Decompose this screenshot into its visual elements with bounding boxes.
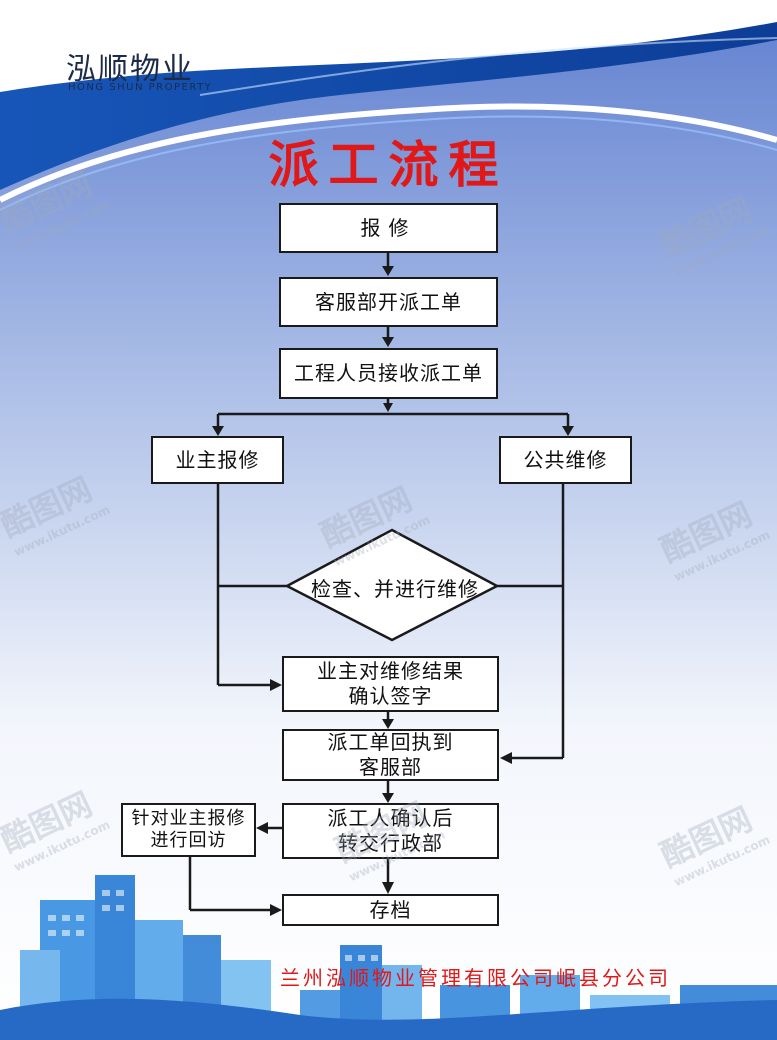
flow-step-receipt-line2: 客服部 [359,755,422,779]
page-title: 派工流程 [268,136,509,194]
flow-branch-public: 公共维修 [499,436,632,484]
flow-step-transfer-line1: 派工人确认后 [327,806,454,830]
flow-step-confirm: 业主对维修结果 确认签字 [282,656,499,712]
flow-step-receipt-line1: 派工单回执到 [327,730,454,754]
flow-step-receive: 工程人员接收派工单 [279,348,498,399]
flow-step-followup-line1: 针对业主报修 [131,807,246,829]
flow-step-report: 报修 [279,203,498,253]
flow-step-receipt: 派工单回执到 客服部 [282,729,499,781]
flow-step-followup: 针对业主报修 进行回访 [121,803,256,857]
flow-step-transfer-line2: 转交行政部 [338,831,443,855]
flow-branch-owner: 业主报修 [151,436,284,484]
flow-decision-inspect: 检查、并进行维修 [311,576,479,601]
flow-step-followup-line2: 进行回访 [150,830,227,851]
flow-step-confirm-line1: 业主对维修结果 [317,659,464,683]
brand-name-en: HONG SHUN PROPERTY [68,82,213,93]
flow-step-dispatch: 客服部开派工单 [279,277,498,327]
footer-company: 兰州泓顺物业管理有限公司岷县分公司 [280,966,671,990]
flow-step-transfer: 派工人确认后 转交行政部 [282,803,499,859]
flow-step-archive: 存档 [282,894,499,926]
flow-step-confirm-line2: 确认签字 [348,684,433,708]
brand-name-cn: 泓顺物业 [66,52,194,87]
